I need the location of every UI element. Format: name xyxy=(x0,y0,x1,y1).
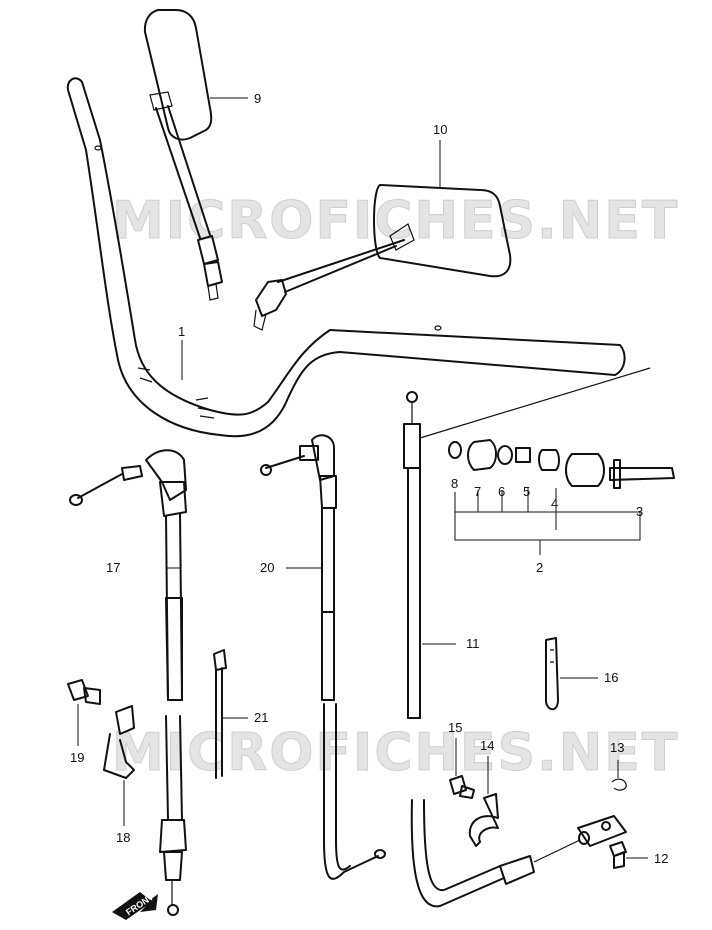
callout-7: 7 xyxy=(474,484,481,499)
callout-21: 21 xyxy=(254,710,268,725)
callout-1: 1 xyxy=(178,324,185,339)
part-7-spacer xyxy=(467,439,497,471)
right-mirror-part-10[interactable] xyxy=(253,184,512,331)
bolt-spacer-assembly[interactable] xyxy=(419,367,675,489)
clamp-part-18[interactable] xyxy=(103,705,135,779)
bolt-part-15[interactable] xyxy=(449,775,475,799)
watermark-top: MICROFICHES.NET xyxy=(112,191,679,251)
group-bracket-2 xyxy=(454,488,641,555)
callout-9: 9 xyxy=(254,91,261,106)
callout-20: 20 xyxy=(260,560,274,575)
clip-part-13[interactable] xyxy=(611,778,627,791)
callout-11: 11 xyxy=(466,636,480,651)
part-8-washer xyxy=(448,441,462,459)
part-4-spacer xyxy=(538,449,560,471)
front-direction-arrow: FRONT xyxy=(112,891,158,920)
part-3-bolt xyxy=(609,459,675,489)
cable-part-17[interactable] xyxy=(69,449,187,916)
callout-19: 19 xyxy=(70,750,84,765)
callout-2: 2 xyxy=(536,560,543,575)
part-5-collar xyxy=(515,447,531,463)
callout-4: 4 xyxy=(551,496,558,511)
cable-part-11[interactable] xyxy=(403,391,627,908)
callout-13: 13 xyxy=(610,740,624,755)
callout-10: 10 xyxy=(433,122,447,137)
callout-16: 16 xyxy=(604,670,618,685)
left-mirror-part-9[interactable] xyxy=(143,9,223,301)
cable-part-20[interactable] xyxy=(260,434,386,880)
callout-8: 8 xyxy=(451,476,458,491)
bracket-part-16[interactable] xyxy=(545,637,559,711)
clamp-part-14[interactable] xyxy=(468,793,499,847)
callout-18: 18 xyxy=(116,830,130,845)
cable-tie-part-21[interactable] xyxy=(213,649,227,779)
callout-3: 3 xyxy=(636,504,643,519)
callout-17: 17 xyxy=(106,560,120,575)
part-6-bushing xyxy=(497,445,513,465)
leader-lines xyxy=(77,97,648,859)
pin-part-12[interactable] xyxy=(609,841,627,869)
callout-5: 5 xyxy=(523,484,530,499)
bolt-part-19[interactable] xyxy=(67,679,101,705)
callout-6: 6 xyxy=(498,484,505,499)
callout-15: 15 xyxy=(448,720,462,735)
callout-14: 14 xyxy=(480,738,494,753)
watermark-bottom: MICROFICHES.NET xyxy=(112,723,679,783)
handlebar-part-1[interactable] xyxy=(66,77,626,438)
callout-12: 12 xyxy=(654,851,668,866)
